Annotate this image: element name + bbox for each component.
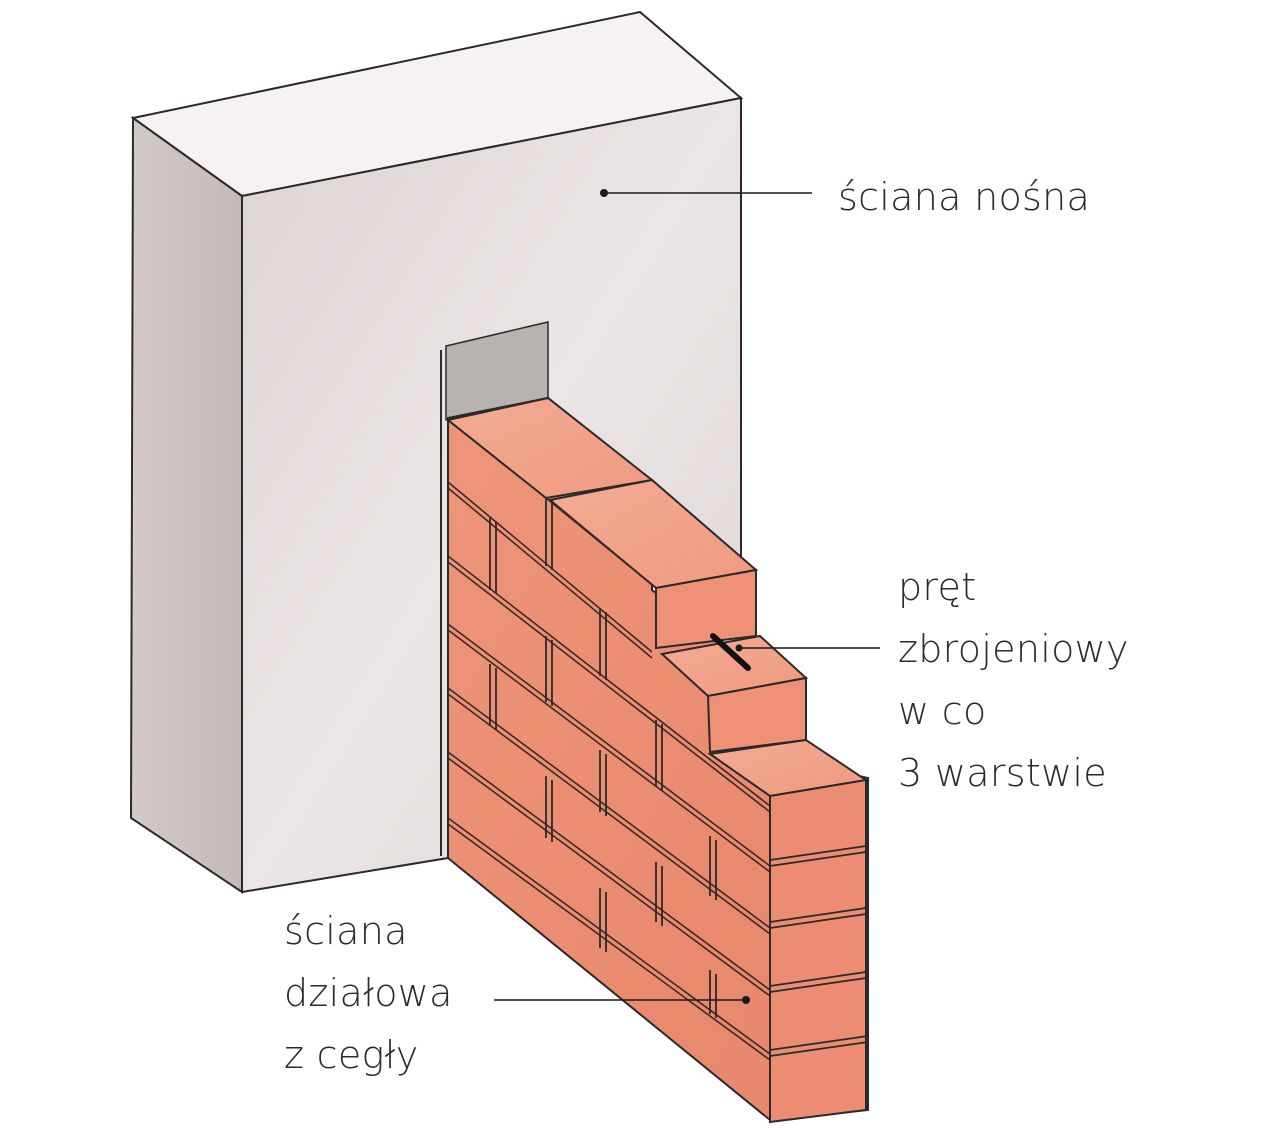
label-line: działowa <box>284 971 453 1015</box>
label-line: ściana nośna <box>838 175 1091 219</box>
label-line: z cegły <box>284 1033 419 1077</box>
label-reinforcing-rod: pręt zbrojeniowy w co 3 warstwie <box>898 556 1129 804</box>
label-line: ściana <box>284 909 408 953</box>
brick-partition-wall <box>445 396 880 1124</box>
bearing-wall-side <box>129 116 243 894</box>
label-bearing-wall: ściana nośna <box>838 166 1090 228</box>
label-line: w co <box>898 689 987 733</box>
pier-end-face <box>769 778 867 1124</box>
label-line: 3 warstwie <box>898 751 1107 795</box>
reinforcing-rod <box>710 633 751 671</box>
label-line: pręt <box>898 565 977 609</box>
label-partition-wall: ściana działowa z cegły <box>284 900 453 1086</box>
label-line: zbrojeniowy <box>898 627 1129 671</box>
